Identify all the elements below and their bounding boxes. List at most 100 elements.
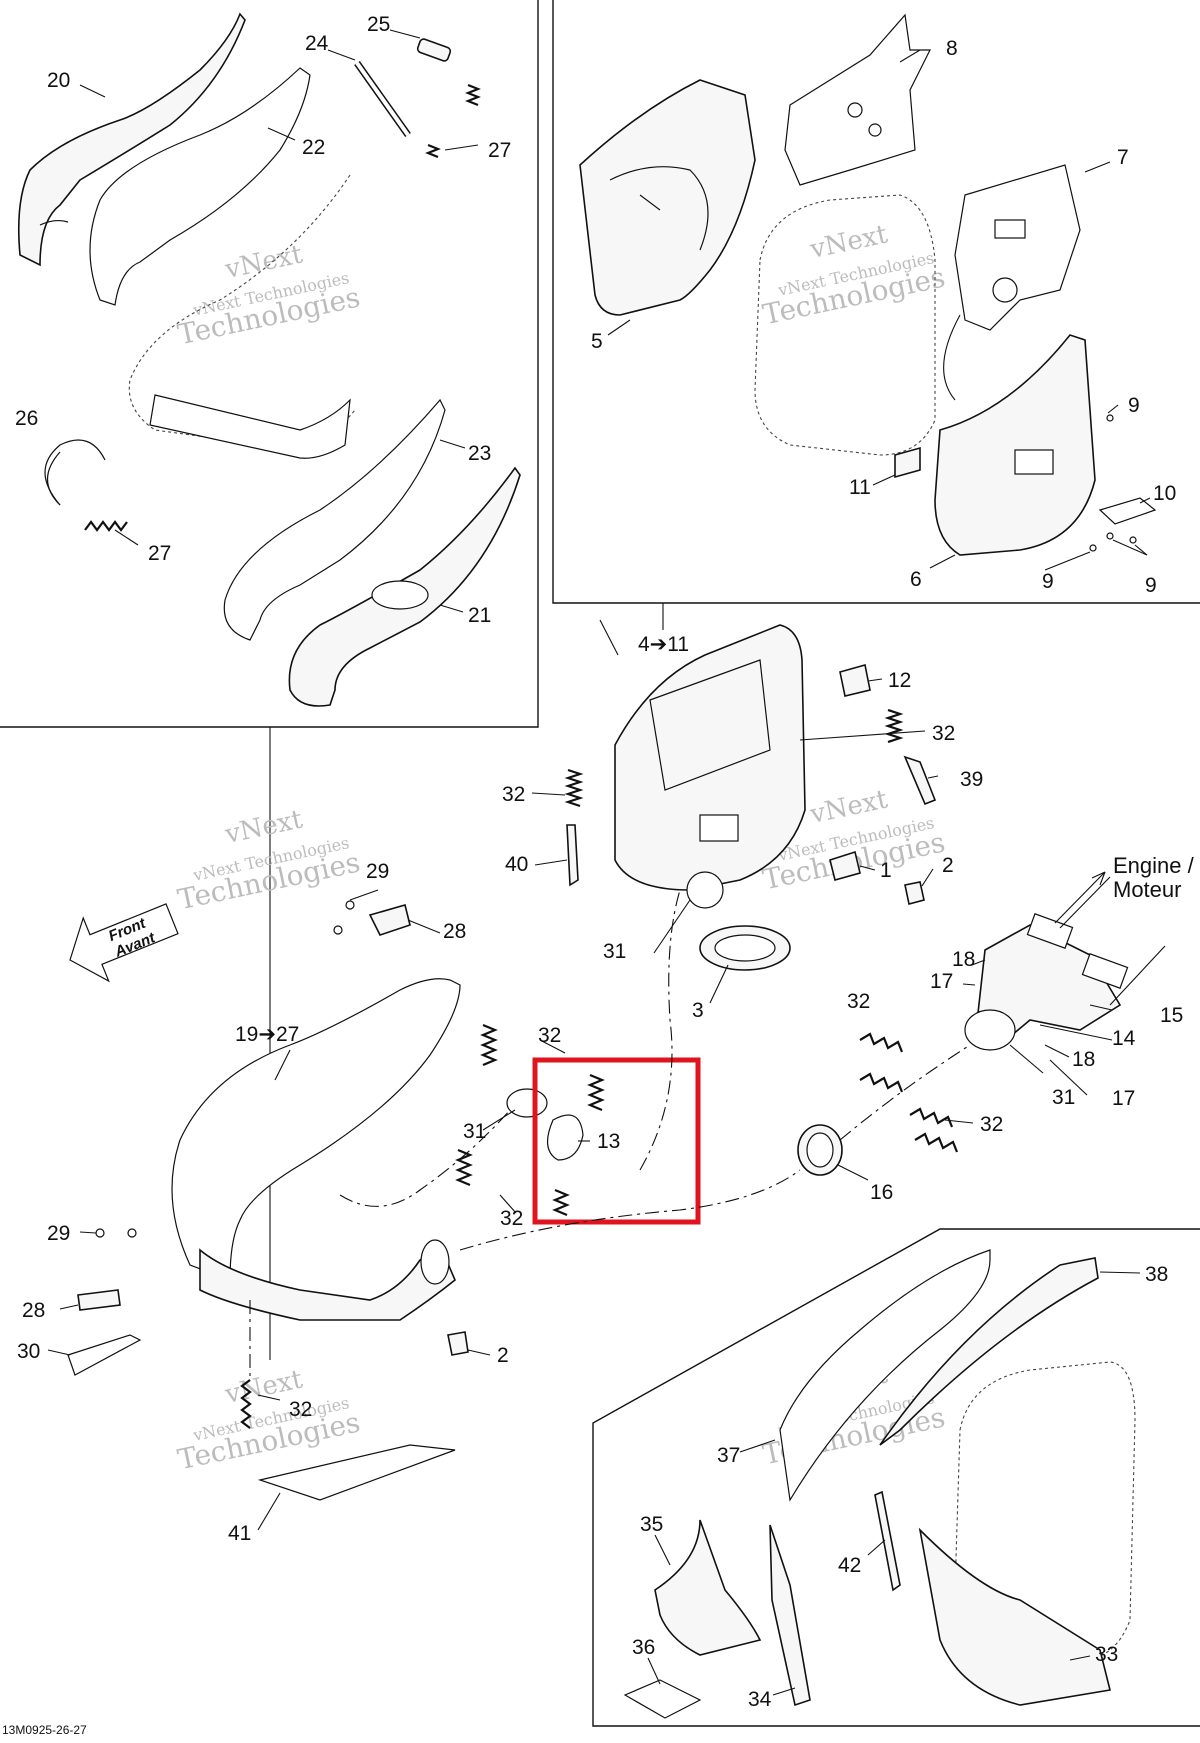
bottom-right-parts	[623, 1249, 1136, 1719]
callout-18b: 18	[1072, 1048, 1095, 1071]
spring-32-muffler-right	[884, 708, 904, 744]
callout-16: 16	[870, 1181, 893, 1204]
callout-31a: 31	[603, 940, 626, 963]
callout-32b: 32	[502, 783, 525, 806]
callout-5: 5	[591, 330, 603, 353]
callout-40: 40	[505, 853, 528, 876]
callout-9c: 9	[1145, 574, 1157, 597]
top-right-parts	[579, 13, 1157, 556]
plate-10	[1098, 497, 1157, 525]
panel-34	[769, 1524, 811, 1707]
grommet-2b	[447, 1331, 469, 1356]
watermark-3: vNext vNext Technologies Technologies	[175, 804, 363, 916]
callout-9a: 9	[1128, 394, 1140, 417]
svg-text:vNext: vNext	[807, 219, 891, 265]
callout-32d: 32	[500, 1207, 523, 1230]
callout-28a: 28	[443, 920, 466, 943]
callout-13: 13	[597, 1130, 620, 1153]
shield-35	[654, 1519, 762, 1656]
spring-27-ring	[84, 520, 128, 532]
strip-38	[879, 1257, 1099, 1446]
frame-bottom-right	[592, 1228, 1200, 1727]
callout-11: 11	[849, 476, 871, 499]
callout-28b: 28	[22, 1299, 45, 1322]
callout-41: 41	[228, 1522, 251, 1545]
callout-15: 15	[1160, 1004, 1183, 1027]
ghost-tube-top	[128, 174, 356, 451]
callout-18a: 18	[952, 948, 975, 971]
pad-36	[623, 1679, 702, 1719]
callout-8: 8	[946, 37, 958, 60]
frame-top-right	[552, 0, 1200, 604]
gasket-7	[954, 164, 1081, 331]
callout-22: 22	[302, 136, 325, 159]
muffler-shield-5	[579, 79, 756, 316]
centerline-4	[839, 1044, 971, 1141]
callout-19-27: 19➔27	[235, 1023, 299, 1046]
spring-32c	[480, 1023, 498, 1067]
exhaust-pipe-shell	[149, 394, 351, 459]
heat-shield-21-window	[371, 580, 429, 610]
callout-37: 37	[717, 1444, 740, 1467]
clip-25	[416, 38, 452, 62]
spring-32e	[455, 1148, 473, 1187]
highlight-box-13	[532, 1057, 701, 1225]
callout-24: 24	[305, 32, 329, 55]
screw-9d	[1129, 536, 1137, 544]
callout-27a: 27	[488, 139, 511, 162]
callout-26: 26	[15, 407, 38, 430]
muffler-center	[564, 619, 937, 971]
coupler-13	[547, 1114, 584, 1161]
spring-32d	[587, 1073, 605, 1112]
screw-9c	[1106, 532, 1114, 540]
screw-29a-2	[333, 925, 343, 935]
spring-32-pair-a	[859, 1032, 904, 1053]
heat-shield-20	[18, 12, 246, 267]
bracket-30	[67, 1334, 142, 1376]
callout-32c: 32	[538, 1024, 561, 1047]
front-arrow: Front Avant	[69, 903, 179, 983]
callout-23: 23	[468, 442, 491, 465]
grommet-2a	[904, 881, 925, 905]
left-small-parts	[67, 900, 469, 1501]
callout-25: 25	[367, 13, 390, 36]
screw-29a-1	[345, 900, 355, 910]
heat-shield-22	[89, 67, 311, 306]
bumper-1	[829, 850, 861, 881]
main-pipe	[171, 889, 971, 1380]
callout-31c: 31	[1052, 1086, 1075, 1109]
callout-14: 14	[1112, 1027, 1136, 1050]
callout-17b: 17	[1112, 1087, 1135, 1110]
callout-36: 36	[632, 1636, 655, 1659]
shield-41	[257, 1444, 456, 1501]
callout-33: 33	[1095, 1643, 1118, 1666]
screw-9a	[1106, 414, 1114, 422]
callout-35: 35	[640, 1513, 663, 1536]
svg-text:vNext: vNext	[222, 239, 306, 285]
svg-text:vNext: vNext	[222, 804, 306, 850]
watermark-2: vNext vNext Technologies Technologies	[760, 219, 948, 331]
panel-42	[874, 1490, 901, 1592]
heat-shield-23	[223, 398, 446, 641]
ghost-muffler-top	[754, 194, 936, 456]
callout-32f: 32	[980, 1113, 1003, 1136]
spring-32-pair-b	[859, 1072, 904, 1093]
spring-27-top	[425, 83, 481, 159]
callout-6: 6	[910, 568, 922, 591]
screw-29b-2	[127, 1228, 137, 1238]
centerline-3	[639, 889, 681, 1171]
callout-27b: 27	[148, 542, 171, 565]
ghost-muffler-bottom	[954, 1361, 1136, 1661]
callout-30: 30	[17, 1340, 40, 1363]
flange-15b	[1081, 953, 1129, 989]
engine-label-1: Engine /	[1113, 853, 1195, 878]
frame-top-left	[0, 0, 539, 728]
callout-3: 3	[692, 999, 704, 1022]
screw-9b	[1089, 544, 1097, 552]
callout-10: 10	[1153, 482, 1176, 505]
centerline-2	[459, 1169, 801, 1251]
rubber-mount-12	[839, 663, 871, 697]
bracket-40	[566, 824, 579, 887]
callout-29a: 29	[366, 860, 389, 883]
